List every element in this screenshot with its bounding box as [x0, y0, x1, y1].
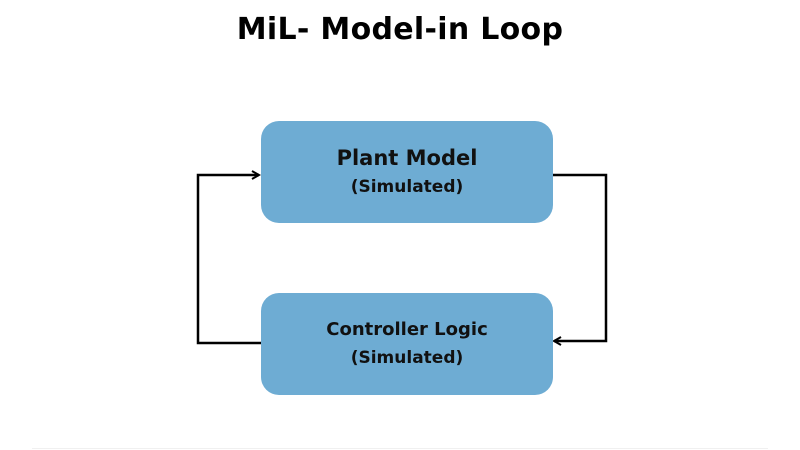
- plant-model-label: Plant Model: [336, 146, 478, 170]
- controller-logic-label: Controller Logic: [326, 319, 488, 340]
- arrow-plant-to-controller: [553, 173, 608, 341]
- plant-model-sublabel: (Simulated): [350, 177, 464, 197]
- controller-logic-sublabel: (Simulated): [350, 348, 464, 368]
- feedback-arrow-controller-to-plant: [196, 175, 261, 345]
- diagram-title: MiL- Model-in Loop: [236, 12, 564, 47]
- controller-logic-block: Controller Logic (Simulated): [261, 293, 553, 395]
- bottom-divider: [32, 448, 768, 449]
- plant-model-block: Plant Model (Simulated): [261, 121, 553, 223]
